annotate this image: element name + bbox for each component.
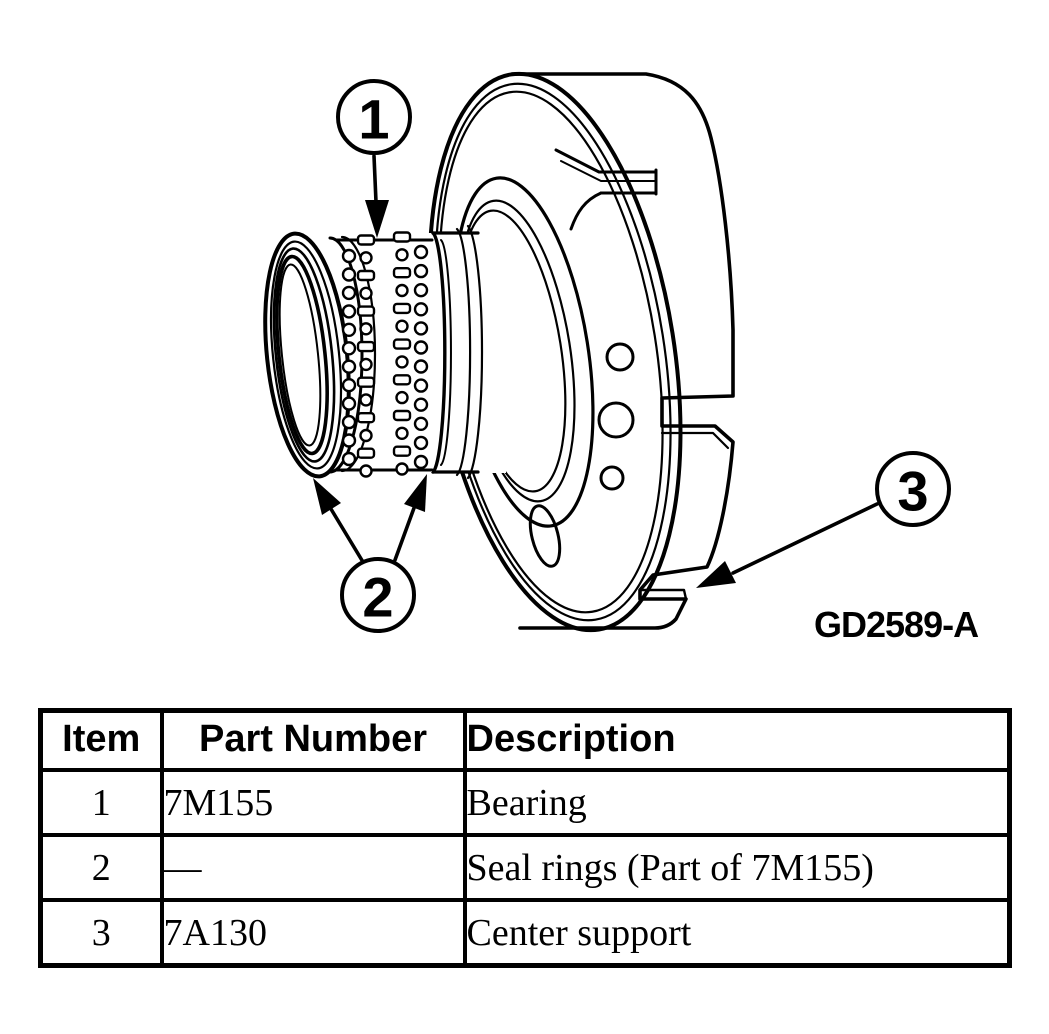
parts-table: Item Part Number Description 1 7M155 Bea… bbox=[38, 708, 1012, 968]
table-row: 2 — Seal rings (Part of 7M155) bbox=[38, 833, 1012, 902]
cell-part-number: — bbox=[159, 833, 467, 902]
cell-description: Center support bbox=[462, 898, 1012, 968]
callout-1-label: 1 bbox=[358, 88, 389, 151]
callout-3-arrow bbox=[731, 502, 879, 575]
header-part-number: Part Number bbox=[159, 708, 467, 772]
drum-body-outline bbox=[510, 72, 735, 630]
callout-1-arrowhead bbox=[365, 200, 389, 238]
callout-1-circle bbox=[336, 79, 412, 155]
callout-2-arrow-left bbox=[329, 507, 365, 564]
callout-2-arrowhead-right bbox=[404, 474, 427, 512]
cell-item: 2 bbox=[38, 833, 164, 902]
cell-item: 1 bbox=[38, 768, 164, 837]
callout-2: 2 bbox=[313, 474, 427, 633]
callout-3-arrowhead bbox=[696, 561, 736, 588]
header-description: Description bbox=[462, 708, 1012, 772]
callout-3-circle bbox=[875, 451, 951, 527]
callout-2-circle bbox=[340, 557, 416, 633]
callout-2-arrow-right bbox=[393, 506, 416, 562]
drum-bolt-holes bbox=[528, 342, 635, 568]
callout-1-arrow bbox=[372, 154, 378, 204]
callout-3-label: 3 bbox=[897, 460, 928, 523]
table-header-row: Item Part Number Description bbox=[38, 708, 1012, 772]
center-support-diagram: 1 2 3 GD2589-A bbox=[263, 71, 980, 645]
cell-part-number: 7A130 bbox=[159, 898, 467, 968]
cell-item: 3 bbox=[38, 898, 164, 968]
bearing-rollers bbox=[341, 231, 429, 478]
callout-3: 3 bbox=[696, 451, 951, 588]
header-item: Item bbox=[38, 708, 164, 772]
callout-2-label: 2 bbox=[362, 566, 393, 629]
table-row: 3 7A130 Center support bbox=[38, 898, 1012, 968]
callout-2-arrowhead-left bbox=[313, 478, 341, 515]
table-row: 1 7M155 Bearing bbox=[38, 768, 1012, 837]
drum-spout-detail bbox=[554, 148, 658, 231]
figure-code: GD2589-A bbox=[814, 604, 979, 645]
cell-part-number: 7M155 bbox=[159, 768, 467, 837]
callout-1: 1 bbox=[336, 79, 412, 238]
cell-description: Bearing bbox=[462, 768, 1012, 837]
cell-description: Seal rings (Part of 7M155) bbox=[462, 833, 1012, 902]
hub-collar bbox=[426, 224, 506, 480]
